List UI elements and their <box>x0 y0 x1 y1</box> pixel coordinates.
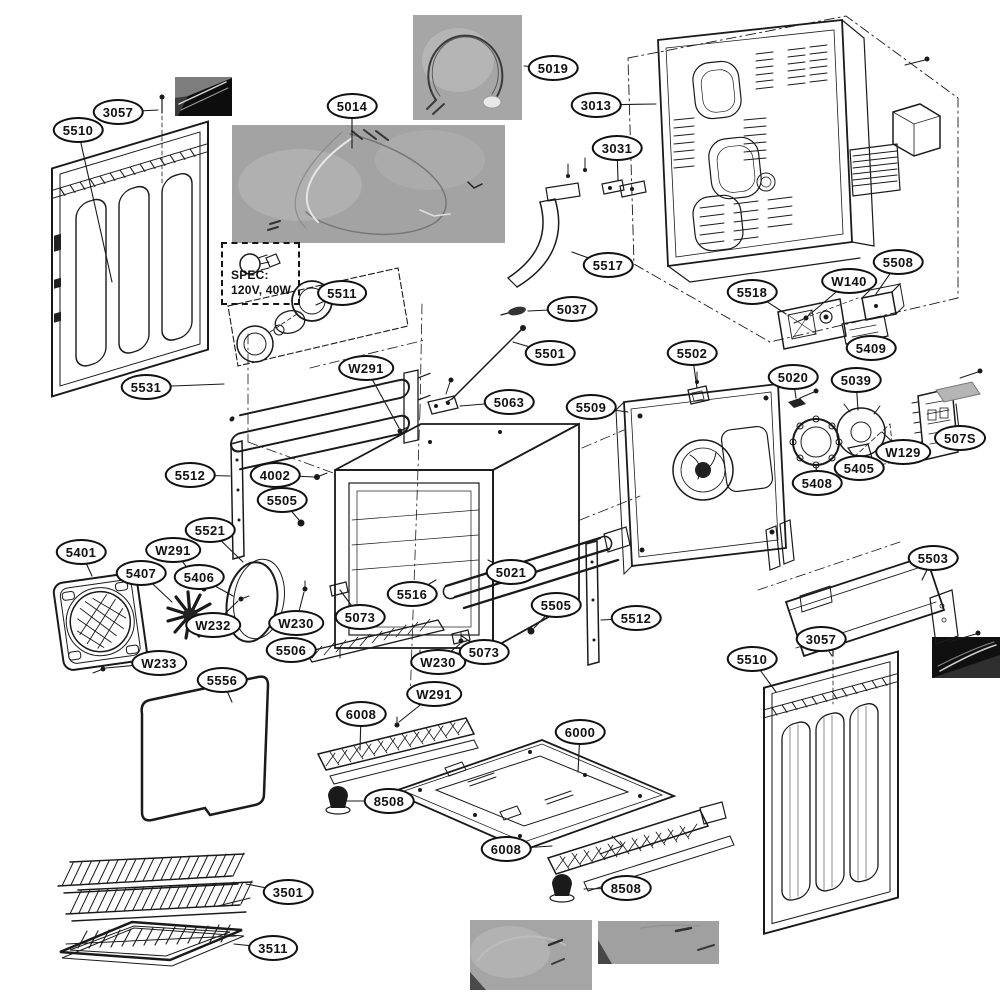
fan-orifice-ring-5406 <box>225 558 285 643</box>
photo-wiring-bottom-left <box>470 920 592 990</box>
lower-panel-5503 <box>757 519 981 658</box>
bake-element-5531 <box>229 369 431 471</box>
glide-rack-3511 <box>59 920 245 967</box>
vent-rail-6008-lower <box>546 801 735 892</box>
foot-8508-right <box>549 874 575 903</box>
photo-wire-harness-5014 <box>232 125 505 243</box>
switch-5508 <box>860 282 905 321</box>
base-pan-6000 <box>389 739 677 855</box>
rear-wall-5509 <box>615 382 787 576</box>
bracket-5073-left <box>329 581 349 597</box>
photo-sensor-loop-5019 <box>413 15 522 120</box>
side-rail-right-5512 <box>585 540 600 666</box>
photo-door-corner <box>932 637 1000 678</box>
vent-duct-5517 <box>507 157 587 288</box>
thermostat-bulb-5037 <box>500 306 526 316</box>
rear-panel-3013 <box>627 15 959 343</box>
spec-callout-box: SPEC: 120V, 40W <box>221 242 300 305</box>
wire-rack-3501-upper <box>57 852 245 894</box>
rack-3501-second-leader <box>217 897 251 907</box>
trim-strip-5506 <box>304 618 446 663</box>
fan-blade-5407 <box>166 590 215 640</box>
construction-lines <box>247 303 641 703</box>
vent-rail-6008-upper <box>316 716 479 785</box>
oven-cavity-5516 <box>334 422 580 661</box>
bracket-3031 <box>601 179 647 198</box>
spec-label-line1: SPEC: <box>231 268 269 282</box>
relay-bracket-5502 <box>687 371 710 405</box>
door-gasket-5556 <box>140 675 270 822</box>
right-door-panel <box>763 650 899 935</box>
fan-cover-5401 <box>52 572 148 671</box>
latch-bracket-5063 <box>427 377 459 415</box>
left-door-panel <box>51 120 209 398</box>
photo-wiring-bottom-right <box>598 921 719 964</box>
control-pcb-507s <box>911 368 983 461</box>
control-box-5518 <box>777 298 847 350</box>
foot-8508-left <box>325 786 351 815</box>
wire-rack-3501-lower <box>65 880 253 922</box>
fan-ring-5408 <box>789 415 843 469</box>
convection-motor-5405 <box>836 403 886 463</box>
photo-door-hinge <box>175 77 232 116</box>
lamp-assembly-5511 <box>227 253 409 367</box>
broil-element-5021 <box>442 526 631 610</box>
spec-label-line2: 120V, 40W <box>231 283 292 297</box>
bracket-5409 <box>841 315 889 345</box>
side-rail-left-5512 <box>230 440 245 560</box>
sensor-probe-5501 <box>445 325 526 403</box>
motor-bracket-5020 <box>788 388 819 408</box>
